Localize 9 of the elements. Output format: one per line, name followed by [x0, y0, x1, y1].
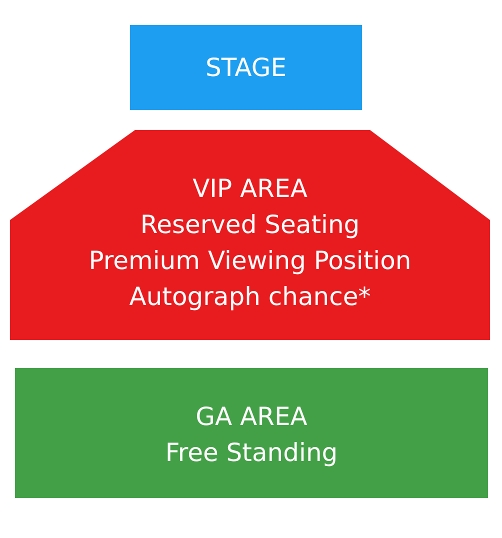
area-title: GA AREA [196, 401, 308, 433]
stage-box [130, 25, 362, 110]
area-feature-text: Autograph chance* [129, 281, 371, 313]
area-feature-text: Premium Viewing Position [88, 245, 412, 277]
ga-area-box [15, 368, 488, 498]
area-feature-text: Reserved Seating [140, 209, 360, 241]
area-title: STAGE [205, 52, 287, 84]
area-feature-text: Free Standing [165, 437, 338, 469]
area-title: VIP AREA [192, 173, 308, 205]
